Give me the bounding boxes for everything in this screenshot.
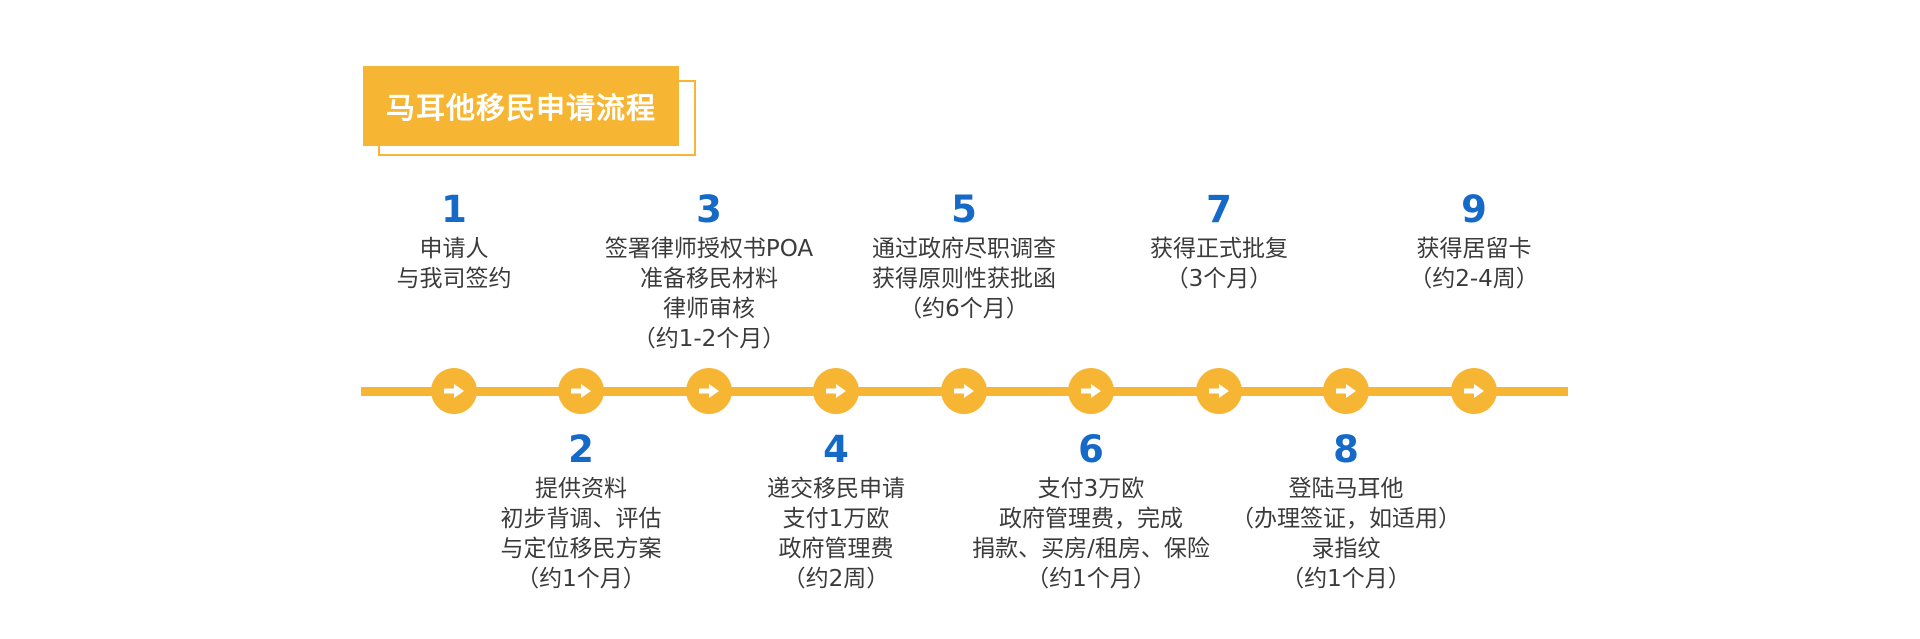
step-text-line: 申请人 [419, 236, 489, 262]
timeline-node-7 [1196, 368, 1242, 414]
step-text-line: 获得原则性获批函 [872, 266, 1056, 292]
step-5: 5 通过政府尽职调查 获得原则性获批函 （约6个月） [834, 190, 1094, 324]
step-text-line: 初步背调、评估 [500, 506, 662, 532]
timeline-node-9 [1451, 368, 1497, 414]
step-7: 7 获得正式批复 （3个月） [1089, 190, 1349, 294]
step-text-line: 与我司签约 [396, 266, 512, 292]
timeline-node-6 [1068, 368, 1114, 414]
step-text-line: 准备移民材料 [640, 266, 778, 292]
step-number: 5 [951, 188, 977, 231]
arrow-right-icon [571, 384, 591, 398]
step-number: 7 [1206, 188, 1232, 231]
step-text-line: （约1个月） [1281, 566, 1411, 592]
step-text-line: （约6个月） [899, 296, 1029, 322]
step-number: 1 [441, 188, 467, 231]
step-text-line: （约1-2个月） [632, 326, 786, 352]
step-text-line: 录指纹 [1311, 536, 1381, 562]
step-text-line: 政府管理费，完成 [999, 506, 1183, 532]
step-text-line: （约1个月） [1026, 566, 1156, 592]
arrow-right-icon [699, 384, 719, 398]
step-number: 3 [696, 188, 722, 231]
step-9: 9 获得居留卡 （约2-4周） [1344, 190, 1604, 294]
step-1: 1 申请人 与我司签约 [324, 190, 584, 294]
page-title: 马耳他移民申请流程 [363, 66, 679, 146]
step-text-line: 登陆马耳他 [1288, 476, 1404, 502]
arrow-right-icon [1209, 384, 1229, 398]
arrow-right-icon [1336, 384, 1356, 398]
arrow-right-icon [444, 384, 464, 398]
step-8: 8 登陆马耳他 （办理签证，如适用） 录指纹 （约1个月） [1216, 430, 1476, 594]
step-text-line: （约1个月） [516, 566, 646, 592]
step-text-line: 获得居留卡 [1416, 236, 1532, 262]
step-text-line: 提供资料 [535, 476, 627, 502]
step-text-line: 获得正式批复 [1150, 236, 1288, 262]
step-text-line: 与定位移民方案 [500, 536, 662, 562]
step-4: 4 递交移民申请 支付1万欧 政府管理费 （约2周） [706, 430, 966, 594]
step-text-line: （约2周） [782, 566, 890, 592]
arrow-right-icon [1081, 384, 1101, 398]
step-text-line: 捐款、买房/租房、保险 [972, 536, 1210, 562]
step-text-line: （约2-4周） [1409, 266, 1539, 292]
step-text-line: 递交移民申请 [767, 476, 905, 502]
step-number: 9 [1461, 188, 1487, 231]
timeline-node-2 [558, 368, 604, 414]
step-text-line: 通过政府尽职调查 [872, 236, 1056, 262]
arrow-right-icon [954, 384, 974, 398]
title-badge: 马耳他移民申请流程 [363, 66, 701, 162]
timeline-node-5 [941, 368, 987, 414]
step-text-line: 律师审核 [663, 296, 755, 322]
arrow-right-icon [826, 384, 846, 398]
step-number: 8 [1333, 428, 1359, 471]
step-number: 2 [568, 428, 594, 471]
step-number: 4 [823, 428, 849, 471]
step-3: 3 签署律师授权书POA 准备移民材料 律师审核 （约1-2个月） [579, 190, 839, 354]
step-text-line: 支付1万欧 [782, 506, 890, 532]
step-text-line: （办理签证，如适用） [1231, 506, 1461, 532]
timeline-node-1 [431, 368, 477, 414]
step-text-line: 签署律师授权书POA [604, 236, 814, 262]
step-2: 2 提供资料 初步背调、评估 与定位移民方案 （约1个月） [451, 430, 711, 594]
step-text-line: 支付3万欧 [1037, 476, 1145, 502]
step-number: 6 [1078, 428, 1104, 471]
timeline-node-3 [686, 368, 732, 414]
step-text-line: （3个月） [1165, 266, 1273, 292]
arrow-right-icon [1464, 384, 1484, 398]
step-text-line: 政府管理费 [778, 536, 894, 562]
timeline-node-4 [813, 368, 859, 414]
step-6: 6 支付3万欧 政府管理费，完成 捐款、买房/租房、保险 （约1个月） [961, 430, 1221, 594]
timeline-node-8 [1323, 368, 1369, 414]
